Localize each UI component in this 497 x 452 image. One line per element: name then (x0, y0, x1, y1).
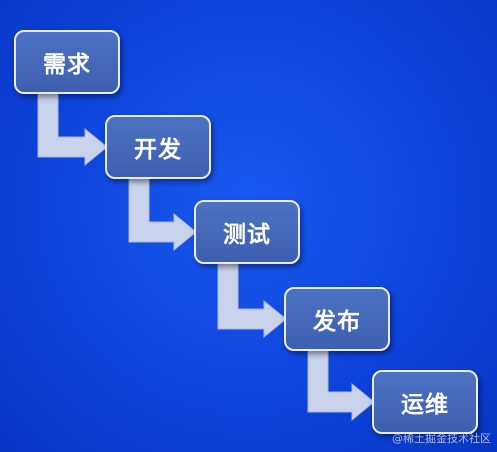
watermark: @稀土掘金技术社区 (392, 432, 491, 445)
flow-arrow-2 (128, 176, 197, 252)
flow-arrow-4 (307, 348, 375, 422)
stage-box-testing: 测试 (194, 200, 300, 264)
stage-label-development: 开发 (134, 137, 182, 163)
stage-label-release: 发布 (313, 309, 361, 335)
stage-box-operations: 运维 (372, 370, 478, 434)
stage-box-development: 开发 (105, 115, 211, 179)
stage-label-testing: 测试 (223, 222, 271, 248)
stage-label-requirements: 需求 (43, 52, 91, 78)
stage-box-release: 发布 (284, 287, 390, 351)
flow-arrow-1 (37, 91, 108, 167)
arrow-group (37, 91, 375, 422)
stage-label-operations: 运维 (401, 392, 449, 418)
stage-box-requirements: 需求 (14, 30, 120, 94)
flow-arrow-3 (217, 261, 287, 339)
